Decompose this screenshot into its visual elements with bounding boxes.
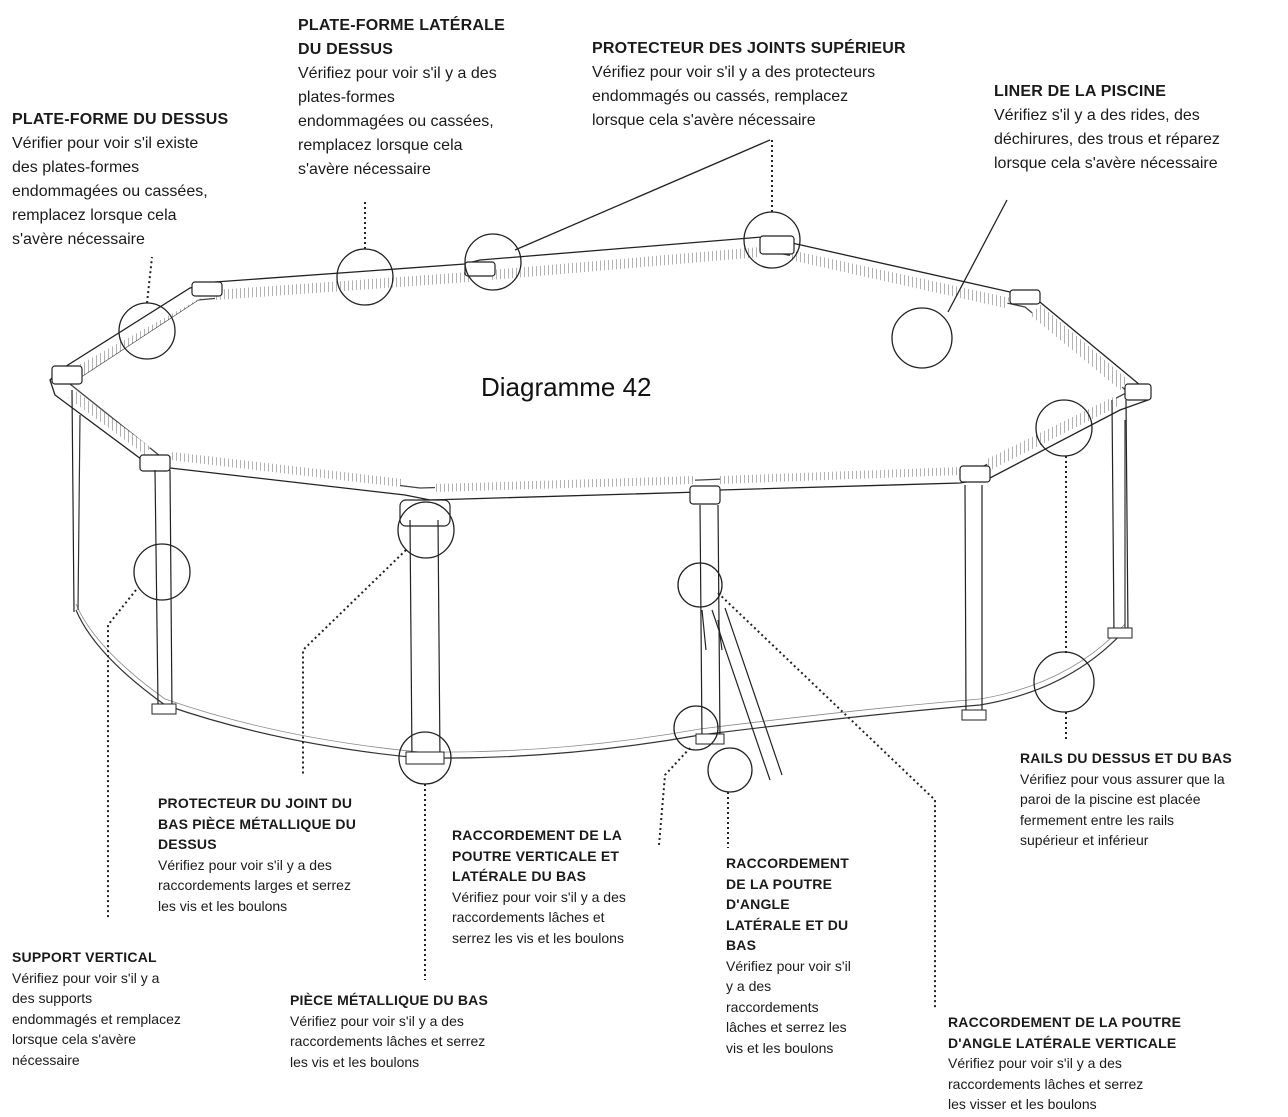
leader-lines-solid — [514, 139, 1008, 313]
callout-top-seat: PLATE-FORME DU DESSUS Vérifier pour voir… — [12, 108, 292, 252]
callout-body: Vérifiez pour voir s'il y a des raccorde… — [452, 888, 626, 946]
callout-body: Vérifiez pour voir s'il y a des supports… — [12, 969, 181, 1068]
callout-vertical-lateral-beam: RACCORDEMENT DE LA POUTRE VERTICALE ET L… — [452, 825, 692, 948]
callout-body: Vérifiez pour voir s'il y a des raccorde… — [726, 957, 851, 1056]
callout-title: PLATE-FORME LATÉRALE DU DESSUS — [298, 17, 505, 58]
inspection-circles — [118, 211, 1095, 793]
callout-body: Vérifiez s'il y a des rides, des déchiru… — [994, 107, 1220, 172]
callout-bottom-joint-cover: PROTECTEUR DU JOINT DU BAS PIÈCE MÉTALLI… — [158, 793, 418, 916]
callout-title: SUPPORT VERTICAL — [12, 949, 157, 965]
diagram-title: Diagramme 42 — [481, 372, 652, 402]
foot-plates — [151, 627, 1133, 765]
leader-lines — [107, 140, 1067, 1010]
callout-title: RACCORDEMENT DE LA POUTRE D'ANGLE LATÉRA… — [948, 1014, 1182, 1051]
callout-body: Vérifiez pour voir s'il y a des raccorde… — [158, 856, 351, 914]
callout-top-joint-cover: PROTECTEUR DES JOINTS SUPÉRIEUR Vérifiez… — [592, 37, 962, 133]
callout-body: Vérifiez pour voir s'il y a des raccorde… — [948, 1055, 1144, 1112]
callout-title: RAILS DU DESSUS ET DU BAS — [1020, 750, 1232, 766]
callout-title: PLATE-FORME DU DESSUS — [12, 111, 229, 128]
callout-vertical-support: SUPPORT VERTICAL Vérifiez pour voir s'il… — [12, 947, 252, 1070]
callout-side-top-seat: PLATE-FORME LATÉRALE DU DESSUS Vérifiez … — [298, 14, 568, 182]
callout-title: LINER DE LA PISCINE — [994, 83, 1167, 100]
top-rail — [49, 236, 1149, 501]
callout-body: Vérifiez pour voir s'il y a des raccorde… — [290, 1012, 486, 1070]
callout-title: RACCORDEMENT DE LA POUTRE VERTICALE ET L… — [452, 827, 623, 884]
callout-title: PROTECTEUR DES JOINTS SUPÉRIEUR — [592, 40, 906, 57]
callout-body: Vérifiez pour vous assurer que la paroi … — [1020, 770, 1225, 849]
callout-title: PROTECTEUR DU JOINT DU BAS PIÈCE MÉTALLI… — [158, 795, 357, 852]
callout-title: PIÈCE MÉTALLIQUE DU BAS — [290, 992, 489, 1008]
callout-angle-beam-vertical: RACCORDEMENT DE LA POUTRE D'ANGLE LATÉRA… — [948, 1012, 1248, 1115]
joint-covers — [51, 235, 1152, 527]
callout-body: Vérifiez pour voir s'il y a des plates-f… — [298, 65, 497, 178]
uprights — [71, 389, 1129, 781]
callout-body: Vérifiez pour voir s'il y a des protecte… — [592, 64, 876, 129]
callout-body: Vérifier pour voir s'il existe des plate… — [12, 135, 208, 248]
callout-rails: RAILS DU DESSUS ET DU BAS Vérifiez pour … — [1020, 748, 1286, 851]
callout-angle-beam-bottom: RACCORDEMENT DE LA POUTRE D'ANGLE LATÉRA… — [726, 853, 906, 1058]
callout-pool-liner: LINER DE LA PISCINE Vérifiez s'il y a de… — [994, 80, 1286, 176]
callout-title: RACCORDEMENT DE LA POUTRE D'ANGLE LATÉRA… — [726, 855, 849, 953]
callout-bottom-hardware: PIÈCE MÉTALLIQUE DU BAS Vérifiez pour vo… — [290, 990, 560, 1072]
